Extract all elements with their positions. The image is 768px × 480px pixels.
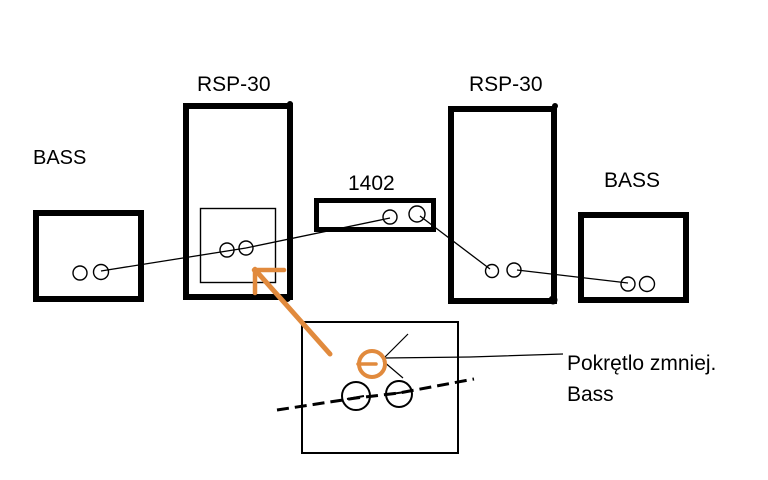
- knob-arrowhead-upper-line: [382, 333, 409, 360]
- jack-circles: [72, 205, 656, 293]
- rsp-right-jack-1: [484, 263, 500, 279]
- bass-right-box: [578, 212, 689, 303]
- mixer-jack-2: [408, 205, 426, 223]
- panel-edge-dashed-line: [276, 377, 475, 412]
- mixer-jack-1: [382, 209, 398, 225]
- rsp-right-label: RSP-30: [469, 73, 543, 96]
- bass-left-jack-1: [72, 265, 88, 281]
- ink-layer: BASS RSP-30 1402 RSP-30 BASS Pokrętlo zm…: [33, 73, 716, 454]
- rsp-right-box: [448, 106, 557, 304]
- pointer-arrow: [251, 266, 333, 357]
- detail-inset-box: [301, 321, 459, 454]
- highlight-layer: [251, 266, 387, 379]
- annotation-leader-line: [383, 353, 564, 359]
- pointer-arrow-shaft: [255, 270, 333, 357]
- cable-rspright-bassright: [516, 269, 629, 284]
- detail-knob-left: [341, 381, 371, 411]
- cable-rspleft-mixer: [245, 217, 391, 249]
- bass-right-jack-2: [638, 275, 656, 293]
- mixer-1402-label: 1402: [348, 172, 395, 195]
- detail-knob-left-pointer: [346, 395, 365, 400]
- rsp-left-label: RSP-30: [197, 73, 271, 96]
- mixer-1402-box: [314, 198, 436, 232]
- bass-left-box: [33, 210, 144, 302]
- rsp-left-jack-2: [238, 240, 254, 256]
- cables: [100, 215, 629, 284]
- rsp-left-inset-rect: [199, 207, 277, 284]
- detail-contents: [276, 333, 564, 412]
- detail-knob-right: [385, 380, 413, 408]
- labels: BASS RSP-30 1402 RSP-30 BASS Pokrętlo zm…: [33, 73, 716, 406]
- annotation-line1: Pokrętlo zmniej.: [567, 352, 716, 375]
- bass-right-jack-1: [620, 276, 636, 292]
- rsp-right-top-dot: [552, 103, 558, 109]
- cable-bassleft-rspleft: [100, 247, 247, 272]
- rsp-left-top-dot: [287, 101, 293, 107]
- rsp-left-box: [183, 103, 293, 300]
- bass-right-label: BASS: [604, 169, 660, 192]
- annotation-line2: Bass: [567, 383, 614, 406]
- rsp-right-bottom-dot: [548, 295, 558, 305]
- detail-knob-right-pointer: [390, 390, 413, 395]
- bass-left-jack-2: [92, 263, 110, 281]
- cable-mixer-rspright: [419, 215, 491, 270]
- bass-left-label: BASS: [33, 147, 86, 169]
